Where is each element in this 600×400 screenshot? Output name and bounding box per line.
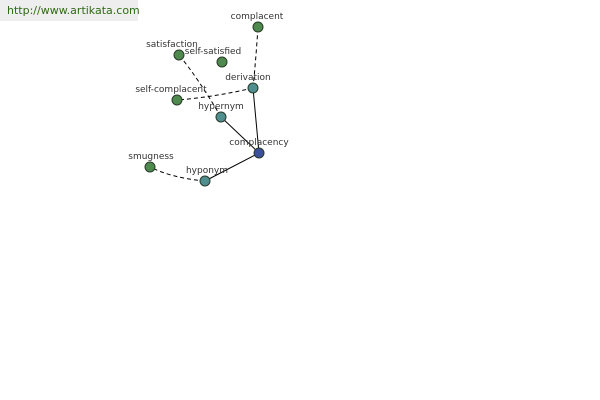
node-label-self-satisfied[interactable]: self-satisfied — [185, 47, 242, 57]
node-dot-satisfaction[interactable] — [173, 49, 185, 61]
node-label-hyponym[interactable]: hyponym — [186, 166, 228, 176]
node-dot-hyponym[interactable] — [199, 175, 211, 187]
node-dot-self-complacent[interactable] — [171, 94, 183, 106]
graph-node-hyponym[interactable]: hyponym — [186, 166, 228, 187]
graph-node-smugness[interactable]: smugness — [128, 152, 174, 173]
node-dot-self-satisfied[interactable] — [216, 56, 228, 68]
graph-nodes: complacency derivation hypernym hyponym comp… — [128, 12, 289, 187]
node-label-complacent[interactable]: complacent — [231, 12, 284, 22]
edge-complacency-to-hypernym — [220, 116, 260, 154]
node-dot-hypernym[interactable] — [215, 111, 227, 123]
graph-node-complacent[interactable]: complacent — [231, 12, 284, 33]
edge-hypernym-to-satisfaction — [178, 54, 222, 118]
graph-node-hypernym[interactable]: hypernym — [198, 102, 244, 123]
node-label-self-complacent[interactable]: self-complacent — [135, 85, 207, 95]
graph-node-derivation[interactable]: derivation — [225, 73, 271, 94]
node-dot-smugness[interactable] — [144, 161, 156, 173]
graph-node-self-complacent[interactable]: self-complacent — [135, 85, 207, 106]
node-label-hypernym[interactable]: hypernym — [198, 102, 244, 112]
node-label-smugness[interactable]: smugness — [128, 152, 174, 162]
watermark-link-text[interactable]: http://www.artikata.com — [7, 4, 140, 17]
node-label-satisfaction[interactable]: satisfaction — [146, 40, 198, 50]
watermark-banner: http://www.artikata.com — [0, 0, 140, 21]
graph-node-satisfaction[interactable]: satisfaction — [146, 40, 198, 61]
node-dot-complacent[interactable] — [252, 21, 264, 33]
node-label-complacency[interactable]: complacency — [229, 138, 289, 148]
node-label-derivation[interactable]: derivation — [225, 73, 271, 83]
graph-node-complacency[interactable]: complacency — [229, 138, 289, 159]
edge-complacency-to-derivation — [252, 87, 260, 154]
node-dot-derivation[interactable] — [247, 82, 259, 94]
edge-complacency-to-hyponym — [204, 152, 260, 182]
edge-derivation-to-self-complacent — [176, 87, 254, 101]
node-dot-complacency[interactable] — [253, 147, 265, 159]
graph-node-self-satisfied[interactable]: self-satisfied — [185, 47, 242, 68]
